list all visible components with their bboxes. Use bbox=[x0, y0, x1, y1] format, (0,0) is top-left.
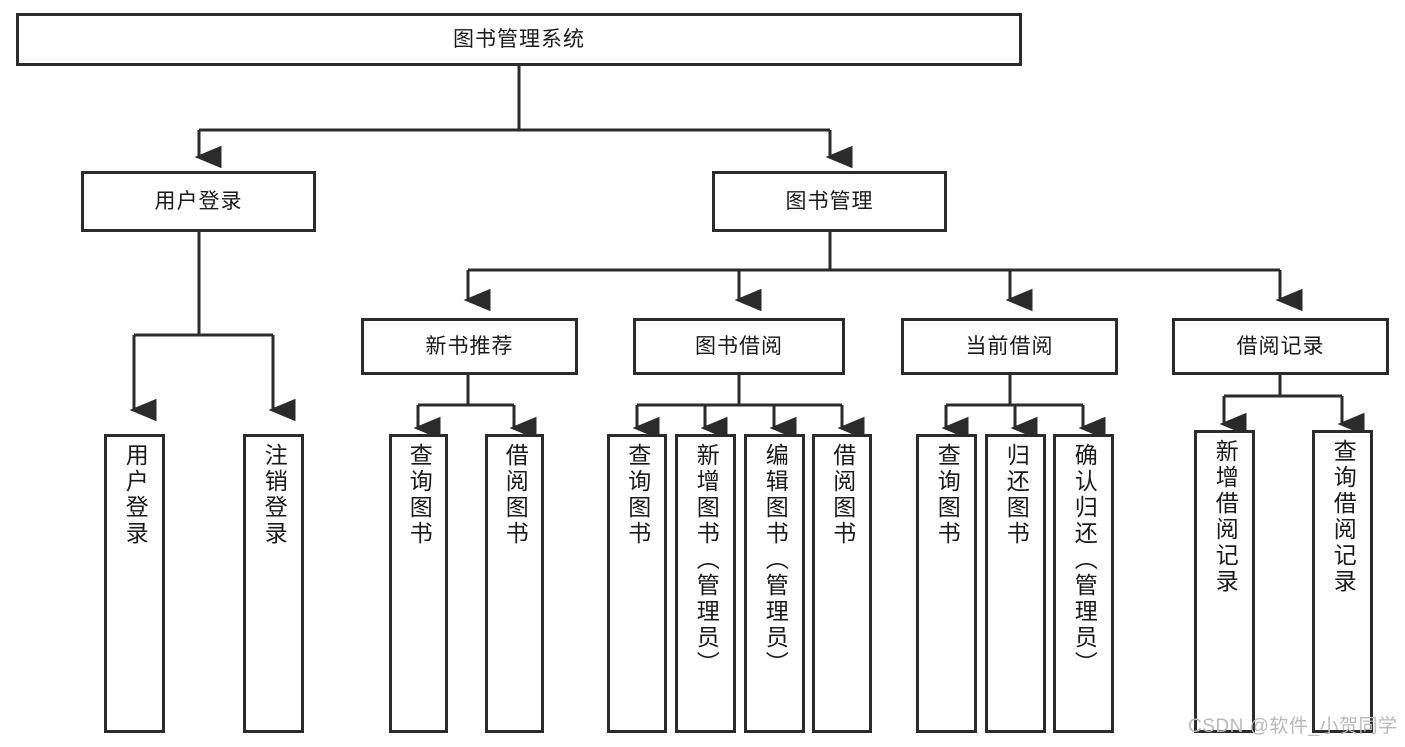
node-user-login-label: 用户登录 bbox=[154, 189, 243, 213]
node-user-login[interactable]: 用户登录 bbox=[81, 171, 316, 232]
node-leaf-user-login[interactable]: 用户登录 bbox=[104, 434, 165, 733]
node-leaf-edit-book-admin[interactable]: 编辑图书（管理员） bbox=[744, 434, 805, 733]
node-leaf-query-book-borrow-label: 查询图书 bbox=[624, 443, 651, 547]
node-book-management-label: 图书管理 bbox=[785, 189, 874, 213]
node-leaf-query-book-current[interactable]: 查询图书 bbox=[916, 434, 977, 733]
node-leaf-borrow-book-recommend[interactable]: 借阅图书 bbox=[485, 434, 544, 733]
node-new-book-recommend-label: 新书推荐 bbox=[425, 334, 514, 358]
node-book-borrow[interactable]: 图书借阅 bbox=[633, 318, 845, 375]
node-leaf-return-book[interactable]: 归还图书 bbox=[985, 434, 1046, 733]
node-current-borrow-label: 当前借阅 bbox=[965, 334, 1054, 358]
node-borrow-record[interactable]: 借阅记录 bbox=[1172, 318, 1389, 375]
node-borrow-record-label: 借阅记录 bbox=[1236, 334, 1325, 358]
node-leaf-user-login-label: 用户登录 bbox=[122, 443, 149, 547]
node-new-book-recommend[interactable]: 新书推荐 bbox=[361, 318, 578, 375]
node-leaf-query-book-borrow[interactable]: 查询图书 bbox=[607, 434, 667, 733]
node-leaf-query-borrow-record-label: 查询借阅记录 bbox=[1330, 439, 1357, 595]
watermark-text: CSDN @软件_小贺同学 bbox=[1188, 716, 1398, 737]
node-leaf-logout-label: 注销登录 bbox=[261, 443, 288, 547]
node-leaf-add-book-admin[interactable]: 新增图书（管理员） bbox=[675, 434, 736, 733]
node-leaf-borrow-book-label: 借阅图书 bbox=[829, 443, 856, 547]
node-leaf-query-borrow-record[interactable]: 查询借阅记录 bbox=[1312, 430, 1373, 733]
node-leaf-add-borrow-record-label: 新增借阅记录 bbox=[1212, 439, 1239, 595]
node-leaf-borrow-book-recommend-label: 借阅图书 bbox=[502, 443, 529, 547]
node-book-management[interactable]: 图书管理 bbox=[712, 171, 947, 232]
node-leaf-add-book-admin-label: 新增图书（管理员） bbox=[693, 443, 720, 677]
node-current-borrow[interactable]: 当前借阅 bbox=[901, 318, 1118, 375]
node-book-borrow-label: 图书借阅 bbox=[695, 334, 783, 358]
node-leaf-query-book-recommend[interactable]: 查询图书 bbox=[389, 434, 448, 733]
node-leaf-query-book-current-label: 查询图书 bbox=[934, 443, 961, 547]
node-leaf-logout[interactable]: 注销登录 bbox=[243, 434, 304, 733]
node-leaf-edit-book-admin-label: 编辑图书（管理员） bbox=[762, 443, 789, 677]
node-leaf-return-book-label: 归还图书 bbox=[1003, 443, 1030, 547]
node-leaf-query-book-recommend-label: 查询图书 bbox=[406, 443, 433, 547]
node-root-label: 图书管理系统 bbox=[453, 27, 585, 51]
node-leaf-confirm-return-admin-label: 确认归还（管理员） bbox=[1071, 443, 1098, 677]
node-leaf-confirm-return-admin[interactable]: 确认归还（管理员） bbox=[1053, 434, 1114, 733]
node-root[interactable]: 图书管理系统 bbox=[16, 13, 1022, 66]
node-leaf-add-borrow-record[interactable]: 新增借阅记录 bbox=[1194, 430, 1255, 733]
node-leaf-borrow-book[interactable]: 借阅图书 bbox=[812, 434, 872, 733]
